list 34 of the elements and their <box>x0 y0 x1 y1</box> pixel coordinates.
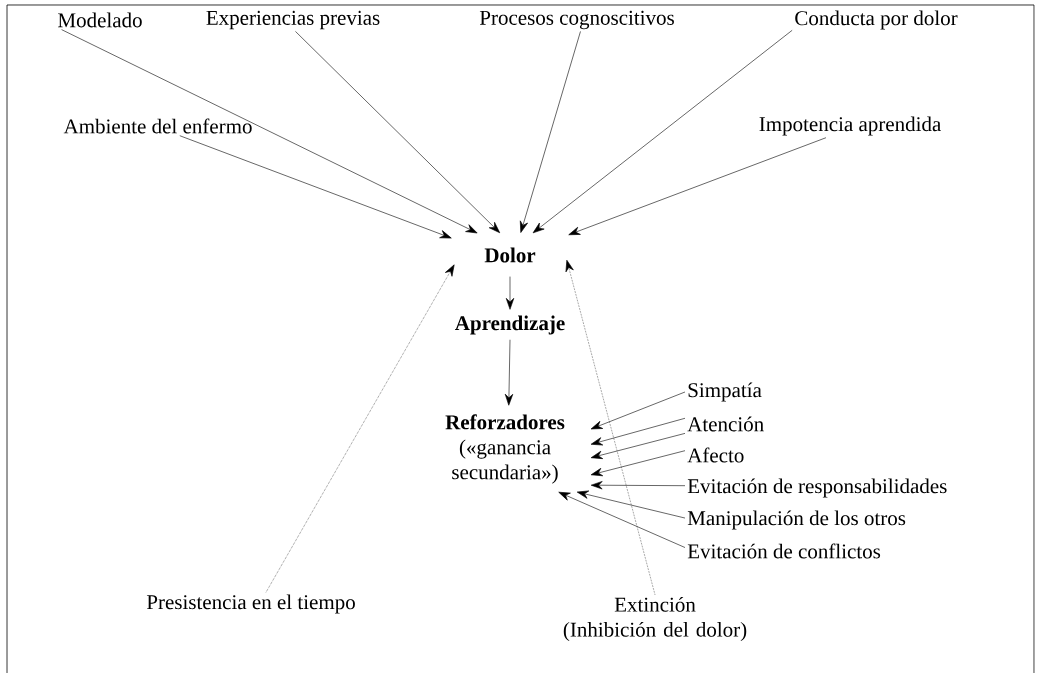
label-text: Extinción (Inhibición del dolor) <box>563 596 747 642</box>
arrow <box>568 137 827 236</box>
arrow <box>295 31 501 234</box>
arrow <box>179 135 452 239</box>
arrow <box>576 490 686 519</box>
label-text: Simpatía <box>688 382 762 402</box>
label-text: Presistencia en el tiempo <box>146 594 355 614</box>
arrow <box>505 276 515 310</box>
label-text: Afecto <box>687 447 744 463</box>
arrow <box>590 481 686 490</box>
label-text: Manipulación de los otros <box>687 510 906 530</box>
label-text: Conducta por dolor <box>795 10 958 30</box>
arrow <box>558 491 686 548</box>
label-text: Experiencias previas <box>206 10 380 30</box>
label-text: Ambiente del enfermo <box>63 118 252 134</box>
label-text: Aprendizaje <box>455 315 565 335</box>
arrow <box>519 31 581 233</box>
label-text: Reforzadores («ganancia secundaria») <box>445 414 565 484</box>
label-text: Procesos cognoscitivos <box>479 10 674 30</box>
label-text: Modelado <box>58 12 142 28</box>
label-text: Dolor <box>484 247 536 263</box>
arrow <box>590 433 686 459</box>
dotted-arrow <box>265 264 455 593</box>
label-text: Evitación de conflictos <box>687 543 881 559</box>
arrow <box>532 30 793 234</box>
arrow <box>590 417 686 446</box>
arrow <box>590 450 686 477</box>
label-text: Impotencia aprendida <box>759 116 941 136</box>
label-text: Atención <box>687 416 764 432</box>
arrow <box>61 29 478 234</box>
dotted-arrow <box>565 259 656 596</box>
arrow <box>504 339 514 406</box>
arrow <box>590 391 686 430</box>
label-text: Evitación de responsabilidades <box>687 478 947 498</box>
